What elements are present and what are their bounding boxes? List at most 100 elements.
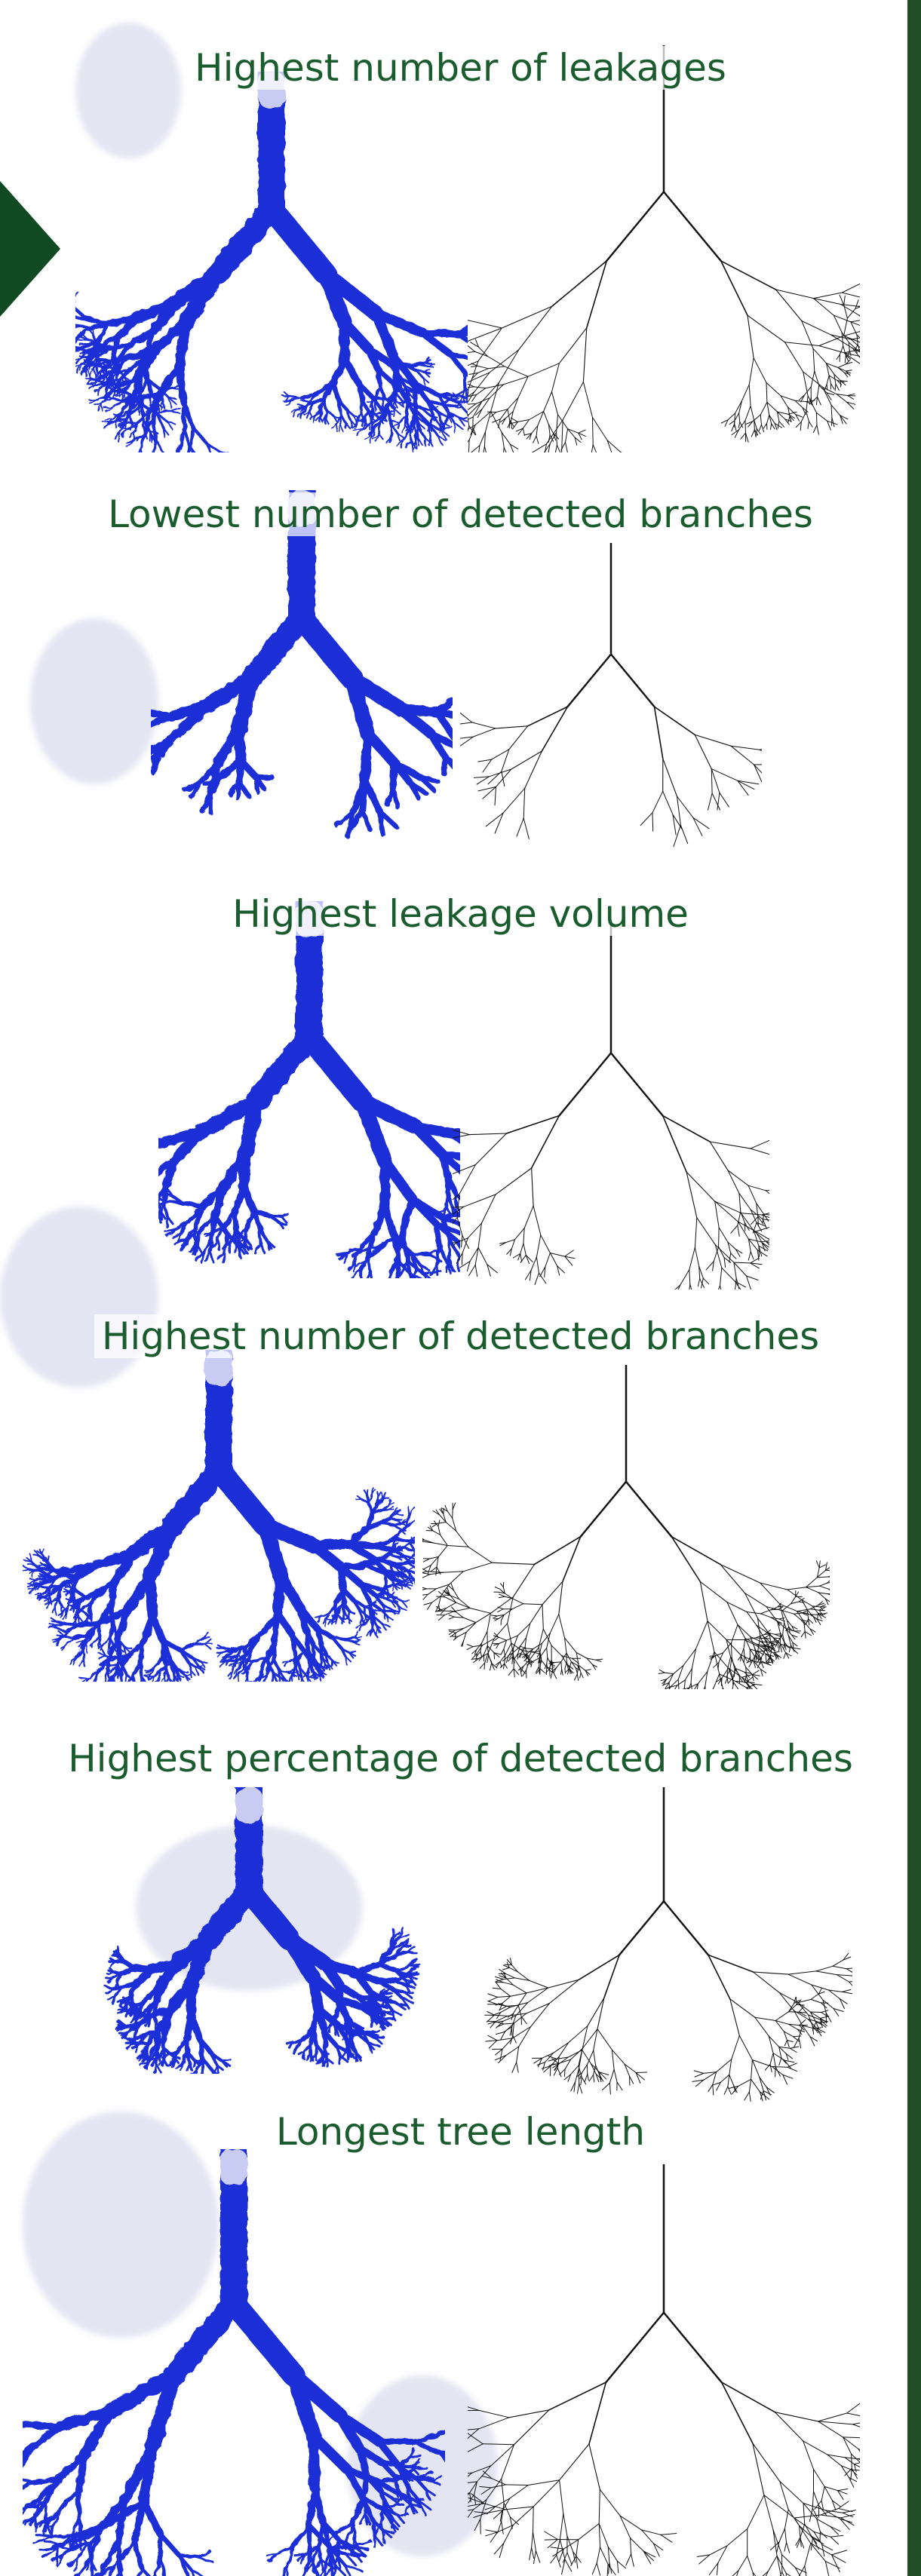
skeleton-branch — [831, 405, 832, 418]
background-watermark — [30, 618, 158, 784]
skeleton-branch — [596, 1660, 601, 1661]
skeleton-branch — [689, 1284, 690, 1290]
skeleton-branch — [689, 1270, 690, 1284]
skeleton-branch — [805, 1632, 811, 1636]
skeleton-branch — [494, 2015, 507, 2016]
skeleton-branch — [754, 1972, 780, 1992]
skeleton-branch — [494, 1618, 499, 1619]
bronchus-branch — [223, 1648, 232, 1651]
skeleton-branch — [423, 1559, 429, 1562]
skeleton-branch — [537, 2062, 545, 2065]
skeleton-branch — [770, 2065, 772, 2072]
skeleton-branch — [550, 1253, 564, 1257]
skeleton-branch — [550, 1253, 557, 1266]
skeleton-branch — [468, 1547, 492, 1562]
skeleton-branch — [785, 342, 819, 346]
bronchus-branch — [287, 2043, 294, 2044]
skeleton-branch — [813, 348, 815, 371]
skeleton-branch — [840, 346, 843, 354]
skeleton-branch — [556, 1662, 560, 1668]
skeleton-branch — [754, 420, 755, 430]
skeleton-branch — [523, 1244, 526, 1256]
skeleton-branch — [468, 361, 478, 373]
skeleton-branch — [748, 315, 785, 342]
bronchus-branch — [151, 435, 152, 442]
bronchus-branch — [156, 1658, 164, 1666]
bronchus-branch — [339, 2056, 340, 2064]
skeleton-branch — [505, 1973, 514, 1978]
skeleton-branch — [832, 418, 834, 427]
skeleton-branch — [761, 1614, 772, 1618]
skeleton-branch — [760, 750, 762, 759]
skeleton-branch — [827, 376, 829, 384]
bronchus-branch — [205, 1644, 211, 1649]
skeleton-branch — [728, 1170, 748, 1185]
skeleton-branch — [550, 1615, 558, 1633]
skeleton-branch — [581, 1673, 583, 1678]
bronchus-branch — [405, 1580, 414, 1581]
skeleton-branch — [478, 1247, 487, 1264]
skeleton-branch — [794, 1613, 803, 1614]
skeleton-branch — [513, 1564, 534, 1597]
skeleton-branch — [739, 1193, 751, 1210]
bronchus-branch — [112, 1972, 121, 1974]
skeleton-branch — [837, 354, 840, 359]
bronchus-branch — [427, 366, 433, 367]
bronchus-branch — [256, 1244, 260, 1254]
skeleton-branch — [751, 2079, 760, 2092]
skeleton-branch — [530, 1605, 542, 1624]
bronchus-branch — [91, 1681, 96, 1682]
panel-title: Highest leakage volume — [0, 890, 921, 938]
bronchus-branch — [449, 1240, 450, 1258]
skeleton-branch — [722, 1268, 735, 1281]
skeleton-branch — [582, 2065, 587, 2073]
skeleton-branch — [548, 1658, 551, 1664]
skeleton-branch — [731, 1253, 736, 1259]
airway-skeleton-group — [422, 1365, 830, 1689]
skeleton-branch — [579, 430, 586, 433]
skeleton-branch — [539, 1273, 546, 1283]
skeleton-branch — [470, 1608, 490, 1614]
bronchus-branch — [174, 2303, 234, 2375]
skeleton-branch — [432, 1523, 437, 1526]
skeleton-branch — [655, 707, 663, 759]
skeleton-branch — [513, 2005, 518, 2013]
skeleton-branch — [741, 1654, 746, 1667]
skeleton-branch — [581, 2078, 582, 2085]
skeleton-branch — [453, 1165, 475, 1176]
bronchus-branch — [309, 1037, 362, 1101]
skeleton-branch — [508, 1624, 511, 1643]
skeleton-branch — [498, 1996, 511, 1997]
skeleton-branch — [826, 1570, 830, 1571]
skeleton-branch — [527, 2004, 550, 2014]
bronchus-branch — [307, 1631, 308, 1649]
skeleton-branch — [684, 1680, 685, 1688]
skeleton-branch — [749, 358, 754, 385]
panel-title: Highest number of leakages — [0, 44, 921, 92]
skeleton-branch — [543, 1629, 551, 1645]
bronchus-branch — [411, 441, 412, 451]
bronchus-branch — [371, 2017, 372, 2027]
skeleton-branch — [759, 425, 761, 431]
skeleton-branch — [490, 1663, 492, 1670]
bronchus-branch — [41, 1587, 50, 1588]
skeleton-branch — [748, 1185, 766, 1191]
skeleton-branch — [553, 1671, 557, 1679]
skeleton-branch — [663, 759, 677, 796]
skeleton-branch — [422, 1587, 427, 1589]
skeleton-branch — [760, 2078, 766, 2087]
skeleton-branch — [819, 2022, 826, 2028]
bronchus-branch — [393, 763, 394, 788]
skeleton-branch — [593, 418, 594, 445]
bronchus-branch — [134, 1967, 151, 1970]
skeleton-branch — [533, 1206, 541, 1235]
skeleton-branch — [695, 734, 731, 746]
bronchus-branch — [235, 1188, 244, 1213]
skeleton-branch — [546, 1667, 547, 1675]
skeleton-branch — [460, 711, 472, 722]
skeleton-branch — [833, 1960, 843, 1966]
skeleton-branch — [488, 357, 505, 366]
skeleton-branch — [744, 2092, 750, 2100]
skeleton-branch — [566, 429, 568, 443]
bronchus-branch — [151, 712, 171, 716]
